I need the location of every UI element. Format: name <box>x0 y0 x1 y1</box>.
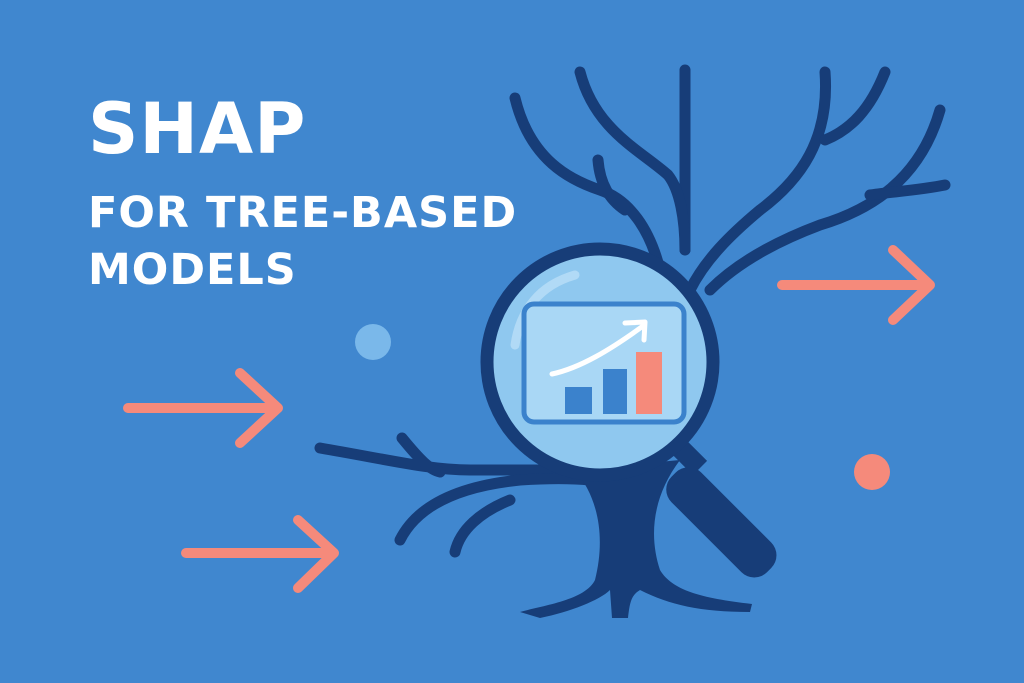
title-line-3: MODELS <box>88 245 297 295</box>
tree-icon <box>314 64 951 558</box>
title-line-2: FOR TREE-BASED <box>88 188 518 238</box>
trend-arrow-icon <box>549 319 648 377</box>
tree-trunk <box>520 460 752 618</box>
bar-chart-icon <box>521 301 687 425</box>
title-main: SHAP <box>88 88 307 170</box>
arrow-right-icon <box>123 245 935 593</box>
decorative-dot <box>355 324 391 360</box>
decorative-dot <box>854 454 890 490</box>
